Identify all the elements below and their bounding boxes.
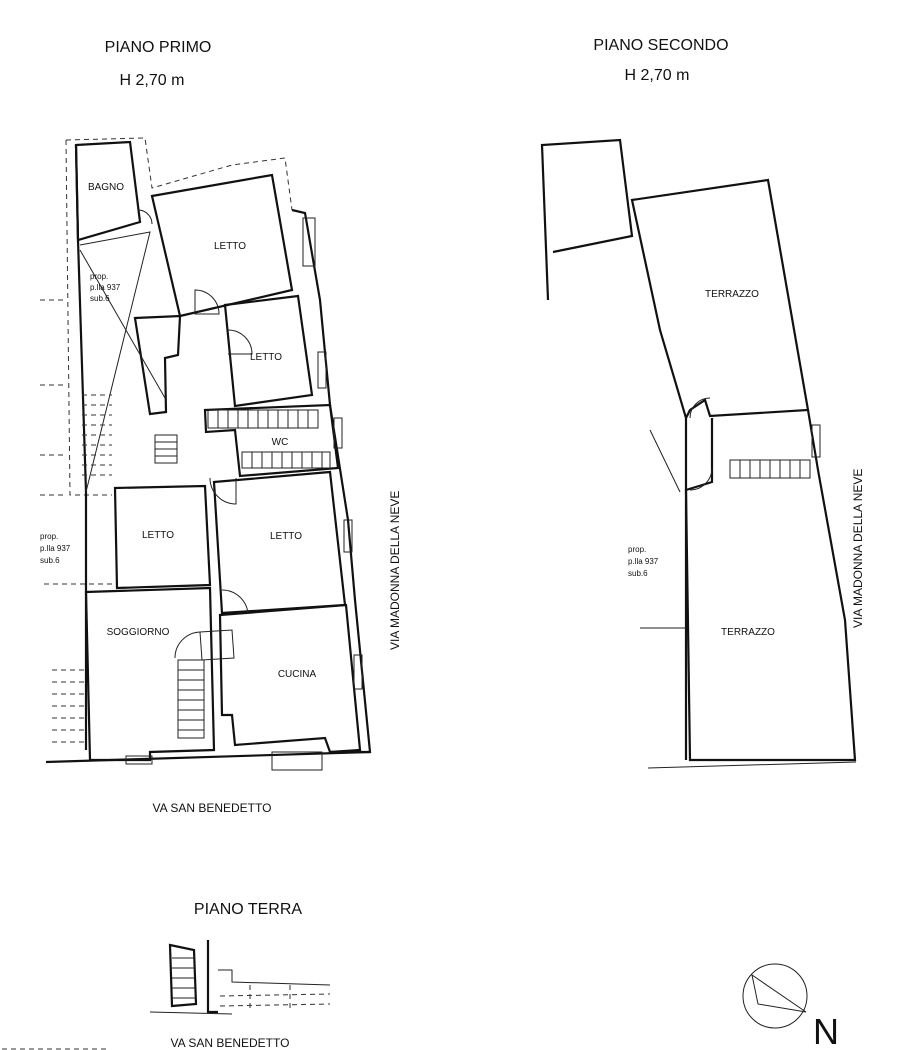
prop-note-upper-line2: p.lla 937 (90, 283, 121, 292)
terrace-small-north (540, 138, 634, 301)
prop-note-lower-line1: prop. (40, 532, 58, 541)
terrazzo-1-walls (630, 178, 810, 421)
secondo-diagonal (649, 429, 681, 493)
east-facade (291, 208, 372, 754)
terrazzo-2-walls (684, 409, 857, 762)
diagonal-line-a (79, 231, 151, 493)
piano-secondo-height: H 2,70 m (625, 67, 690, 84)
stair-core (154, 434, 178, 464)
window-letto-4 (343, 519, 353, 553)
piano-primo-plan: PIANO PRIMO H 2,70 m (40, 39, 402, 815)
room-label-wc: WC (272, 437, 289, 448)
window-cucina (353, 654, 363, 690)
window-secondo (811, 424, 821, 458)
diagonal-line-b (79, 249, 166, 399)
window-letto-2 (317, 351, 327, 389)
stair-wc (241, 451, 331, 469)
letto-4-walls (212, 470, 347, 615)
north-label: N (813, 1011, 839, 1050)
door-arc-letto-2 (227, 329, 253, 355)
west-party-wall (74, 144, 88, 750)
west-dashed-line (65, 139, 112, 496)
door-arc-letto-1 (194, 289, 220, 315)
neighbour-dashed-stairs (40, 299, 112, 743)
terra-wall-east (218, 969, 331, 986)
cucina-walls (218, 603, 362, 754)
room-label-terrazzo-2: TERRAZZO (721, 627, 775, 638)
prop-note-secondo-line1: prop. (628, 545, 646, 554)
room-label-letto-3: LETTO (142, 530, 174, 541)
door-arc-letto-4 (209, 477, 237, 505)
terra-wall-center (206, 940, 218, 1014)
south-facade (45, 750, 371, 764)
room-label-letto-2: LETTO (250, 352, 282, 363)
piano-secondo-plan: PIANO SECONDO H 2,70 m TERRAZZO TERRAZZO… (540, 37, 865, 769)
piano-primo-title: PIANO PRIMO (105, 39, 212, 56)
door-arc-cucina (221, 589, 249, 615)
room-label-soggiorno: SOGGIORNO (107, 627, 170, 638)
compass-circle-icon (742, 963, 808, 1029)
balcony-south (271, 751, 323, 771)
room-label-terrazzo-1: TERRAZZO (705, 289, 759, 300)
letto-2-walls (223, 294, 314, 408)
terra-dashed-steps (219, 985, 331, 1010)
stair-secondo (729, 459, 811, 479)
roof-dashed-outline (65, 137, 293, 211)
secondo-south-line (647, 761, 857, 769)
prop-note-upper-line1: prop. (90, 272, 108, 281)
north-compass: N (742, 963, 839, 1050)
street-label-via-madonna-secondo: VIA MADONNA DELLA NEVE (851, 469, 865, 628)
street-label-san-benedetto-terra: VA SAN BENEDETTO (171, 1036, 290, 1050)
piano-secondo-title: PIANO SECONDO (593, 37, 728, 54)
window-wc (333, 417, 343, 449)
room-label-letto-4: LETTO (270, 531, 302, 542)
letto-1-walls (150, 173, 294, 318)
piano-primo-height: H 2,70 m (120, 72, 185, 89)
room-label-letto-1: LETTO (214, 241, 246, 252)
stair-terra (168, 943, 198, 1008)
prop-note-lower-line2: p.lla 937 (40, 544, 71, 553)
letto-3-walls (113, 484, 212, 590)
stair-core-walls (133, 314, 182, 416)
prop-note-lower-line3: sub.6 (40, 556, 60, 565)
room-label-bagno: BAGNO (88, 182, 124, 193)
terra-south-line (149, 1011, 233, 1015)
door-arc-terrazzo-2 (689, 467, 713, 491)
window-soggiorno (125, 755, 153, 765)
street-label-via-madonna-primo: VIA MADONNA DELLA NEVE (388, 491, 402, 650)
piano-terra-plan: PIANO TERRA VA SAN BENEDETTO (2, 901, 331, 1050)
window-letto-1 (302, 217, 316, 267)
stair-soggiorno (177, 629, 235, 739)
room-label-cucina: CUCINA (278, 669, 317, 680)
piano-terra-title: PIANO TERRA (194, 901, 303, 918)
door-arc-soggiorno (174, 631, 201, 659)
prop-note-upper-line3: sub.6 (90, 294, 110, 303)
stair-upper (207, 409, 319, 429)
prop-note-secondo-line2: p.lla 937 (628, 557, 659, 566)
street-label-san-benedetto-primo: VA SAN BENEDETTO (153, 801, 272, 815)
door-arc-terrazzo-1 (689, 397, 711, 419)
compass-needle-icon (751, 973, 807, 1013)
door-arc-bagno (137, 209, 153, 225)
soggiorno-walls (84, 586, 216, 762)
prop-note-secondo-line3: sub.6 (628, 569, 648, 578)
